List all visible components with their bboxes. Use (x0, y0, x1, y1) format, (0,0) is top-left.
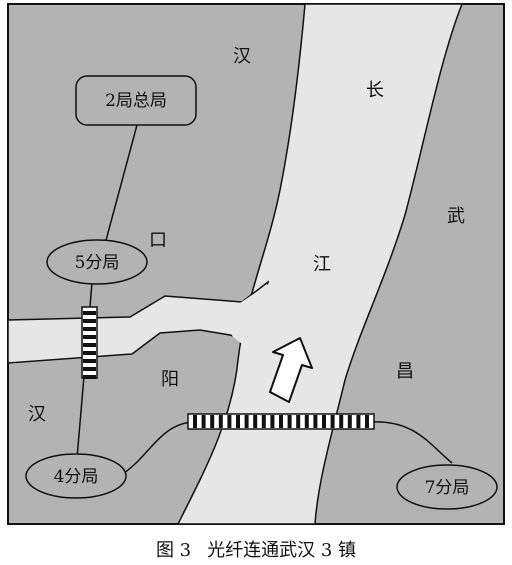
cable-tie (261, 415, 266, 428)
node-head-office (75, 75, 197, 126)
cable-tie (244, 415, 249, 428)
cable-tie (313, 415, 318, 428)
node-head-office-label: 2局总局 (105, 91, 167, 111)
node-branch-4 (25, 453, 127, 499)
figure-title: 光纤连通武汉 3 镇 (207, 540, 357, 561)
cable-tie (253, 415, 258, 428)
cable-tie (347, 415, 352, 428)
cable-tie (296, 415, 301, 428)
node-branch-7 (396, 464, 498, 510)
cable-tie (83, 367, 96, 371)
cable-tie (83, 311, 96, 315)
cable-tie (83, 343, 96, 347)
region-han-top: 汉 (233, 46, 251, 67)
river-label-chang: 长 (366, 80, 384, 101)
link-cable-to-7 (371, 421, 453, 464)
cable-tie (83, 375, 96, 379)
cable-tie (356, 415, 361, 428)
cable-tie (322, 415, 326, 428)
link-head-to-5 (104, 124, 138, 245)
cable-track-icon (187, 413, 375, 430)
cable-tie (193, 415, 197, 428)
node-branch-7-label: 7分局 (425, 478, 470, 498)
cable-track-icon (81, 306, 98, 379)
cable-tie (279, 415, 283, 428)
cable-tie (83, 335, 96, 339)
cable-tie (201, 415, 206, 428)
yangtze-river (176, 3, 464, 525)
cable-tie (218, 415, 223, 428)
node-branch-4-label: 4分局 (54, 467, 99, 487)
cable-tie (339, 415, 344, 428)
fiber-map-diagram: 2局总局 5分局 4分局 7分局 汉 口 汉 阳 武 昌 长 江 (7, 3, 505, 525)
cable-tie (365, 415, 369, 428)
cable-tie (287, 415, 292, 428)
cable-tie (83, 359, 96, 363)
link-4-to-cable (123, 421, 193, 474)
region-yang: 阳 (161, 369, 179, 390)
cable-tie (83, 327, 96, 331)
cable-tie (304, 415, 309, 428)
cable-tie (270, 415, 275, 428)
cable-tie (236, 415, 240, 428)
node-branch-5 (46, 239, 148, 285)
figure-number: 图 3 (155, 540, 192, 561)
figure-caption: 图 3 光纤连通武汉 3 镇 (0, 536, 512, 562)
region-chang: 昌 (396, 361, 414, 382)
node-branch-5-label: 5分局 (75, 253, 120, 273)
arrow-up-right-icon (269, 337, 313, 403)
cable-tie (330, 415, 335, 428)
cable-tie (83, 351, 96, 355)
region-wu: 武 (447, 206, 465, 227)
cable-tie (83, 319, 96, 323)
region-kou: 口 (149, 230, 167, 251)
region-han-left: 汉 (28, 404, 46, 425)
river-label-jiang: 江 (313, 254, 331, 275)
cable-tie (227, 415, 232, 428)
cable-tie (210, 415, 215, 428)
